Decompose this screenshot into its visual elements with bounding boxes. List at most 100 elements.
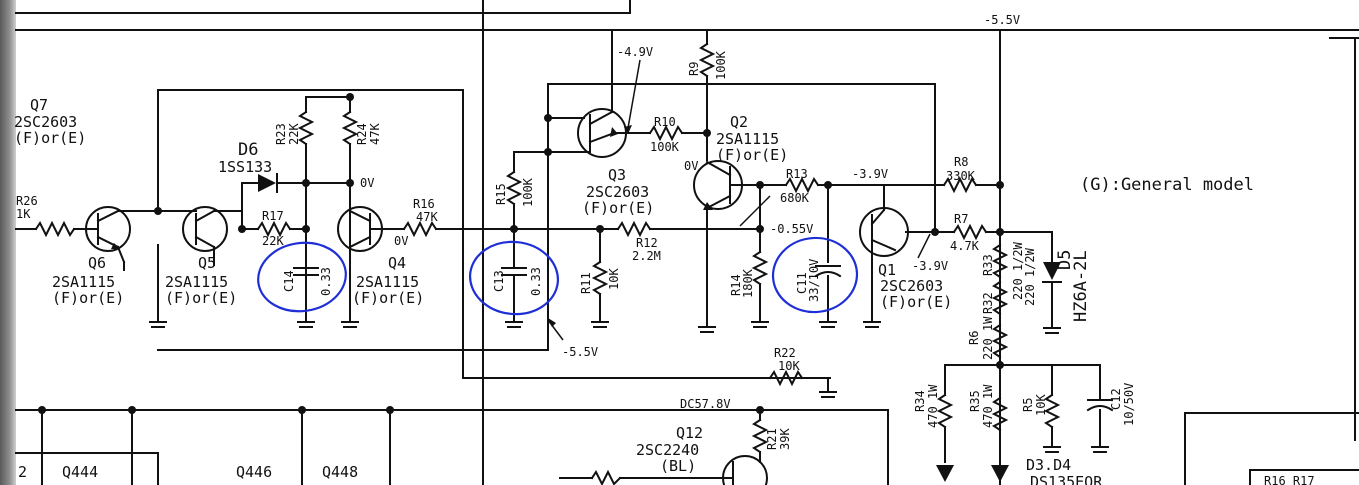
- q4-grade: (F)or(E): [352, 289, 424, 307]
- r35-ref: R35: [968, 390, 982, 412]
- d5-ref: D5: [1055, 250, 1075, 270]
- r14-value: 180K: [741, 268, 755, 298]
- q5-stage: [154, 206, 246, 321]
- node-voltage-minus-3-9v-a: -3.9V: [852, 167, 888, 181]
- r11-value: 10K: [607, 268, 621, 290]
- q7-part: 2SC2603: [14, 113, 77, 131]
- c11-value: 33/10V: [807, 259, 821, 302]
- c13-ref: C13: [492, 270, 506, 292]
- q7-grade: (F)or(E): [14, 129, 86, 147]
- bottom-left-boxes: [15, 406, 484, 485]
- r12-ref: R12: [636, 236, 658, 250]
- r12-value: 2.2M: [632, 249, 661, 263]
- q3-stage: [547, 29, 711, 158]
- q4-part: 2SA1115: [356, 273, 419, 291]
- q1-stage: [859, 83, 1004, 321]
- q12-ref: Q12: [676, 424, 703, 442]
- ground-symbols: [149, 321, 1109, 453]
- supply-voltage-dc57-8v: DC57.8V: [680, 397, 731, 411]
- r8-ref: R8: [954, 155, 968, 169]
- q5-part: 2SA1115: [165, 273, 228, 291]
- r6-value: 220 1W: [981, 316, 995, 360]
- q2-ref: Q2: [730, 113, 748, 131]
- r23-ref: R23: [274, 123, 288, 145]
- r15-value: 100K: [521, 177, 535, 207]
- d6-ref: D6: [238, 140, 258, 160]
- q6-ref: Q6: [88, 254, 106, 272]
- d3-d4-ref: D3.D4: [1026, 456, 1071, 474]
- r8-value: 330K: [946, 169, 976, 183]
- r23-value: 22K: [287, 123, 301, 145]
- r5-value: 10K: [1034, 394, 1048, 416]
- r17-value: 22K: [262, 234, 284, 248]
- r9-value: 100K: [714, 50, 728, 80]
- r33-value: 220 1/2W: [1011, 241, 1025, 300]
- left-cut-label: 2: [18, 463, 27, 481]
- node-voltage-minus-4-9v: -4.9V: [617, 45, 653, 59]
- q4-ref: Q4: [388, 254, 406, 272]
- node-voltage-0v-c: 0V: [684, 159, 698, 173]
- general-model-note: (G):General model: [1080, 175, 1254, 195]
- q6-stage: [15, 206, 159, 271]
- d5-part: HZ6A-2L: [1071, 250, 1091, 322]
- q2-part: 2SA1115: [716, 130, 779, 148]
- r13-c11: [739, 176, 885, 321]
- q4-stage: [157, 206, 549, 351]
- r17-ref: R17: [262, 209, 284, 223]
- r6-ref: R6: [967, 331, 981, 345]
- r16-ref: R16: [413, 197, 435, 211]
- q3-grade: (F)or(E): [582, 199, 654, 217]
- q448-label: Q448: [322, 463, 358, 481]
- q6-part: 2SA1115: [52, 273, 115, 291]
- q5-grade: (F)or(E): [165, 289, 237, 307]
- r13-value: 680K: [780, 191, 810, 205]
- r22-ref: R22: [774, 346, 796, 360]
- c11-annotation-circle: [771, 236, 859, 314]
- node-voltage-0v-b: 0V: [394, 234, 408, 248]
- r21-ref: R21: [765, 428, 779, 450]
- d6-network: [241, 93, 359, 321]
- q7-ref: Q7: [30, 96, 48, 114]
- r26-value: 1K: [16, 207, 31, 221]
- c12-value: 10/50V: [1122, 383, 1136, 426]
- q2-grade: (F)or(E): [716, 146, 788, 164]
- c14-annotation-circle: [257, 241, 347, 313]
- r14-ref: R14: [729, 274, 743, 296]
- c13-value: 0.33: [529, 267, 543, 296]
- q1-ref: Q1: [878, 261, 896, 279]
- r12-network: [547, 184, 769, 321]
- node-voltage-0v-a: 0V: [360, 176, 374, 190]
- q1-grade: (F)or(E): [880, 293, 952, 311]
- r11-ref: R11: [579, 272, 593, 294]
- r35-value: 470 1W: [981, 384, 995, 428]
- c12-ref: C12: [1109, 388, 1123, 410]
- r7-ref: R7: [954, 212, 968, 226]
- r9-resistor: [698, 29, 716, 161]
- q446-label: Q446: [236, 463, 272, 481]
- blue-markup: [257, 236, 859, 316]
- q1-part: 2SC2603: [880, 277, 943, 295]
- q444-label: Q444: [62, 463, 98, 481]
- bottom-right-box-label: R16 R17: [1264, 474, 1315, 485]
- c14-value: 0.33: [319, 267, 333, 296]
- r32-value: 220 1/2W: [1023, 247, 1037, 306]
- c14-ref: C14: [282, 270, 296, 292]
- r26-ref: R26: [16, 194, 38, 208]
- r13-ref: R13: [786, 167, 808, 181]
- r34-value: 470 1W: [926, 384, 940, 428]
- r7-value: 4.7K: [950, 239, 980, 253]
- top-border-lines: [15, 0, 1359, 485]
- r32-ref: R32: [981, 292, 995, 314]
- q3-part: 2SC2603: [586, 183, 649, 201]
- r10-value: 100K: [650, 140, 680, 154]
- r9-ref: R9: [687, 62, 701, 76]
- c13-network: [501, 83, 936, 351]
- r15-ref: R15: [494, 183, 508, 205]
- q12-stage: [482, 369, 889, 485]
- r10-ref: R10: [654, 115, 676, 129]
- node-voltage-minus-0-55v: -0.55V: [770, 222, 813, 236]
- node-voltage-minus-5-5v-low: -5.5V: [562, 345, 598, 359]
- r22-value: 10K: [778, 359, 800, 373]
